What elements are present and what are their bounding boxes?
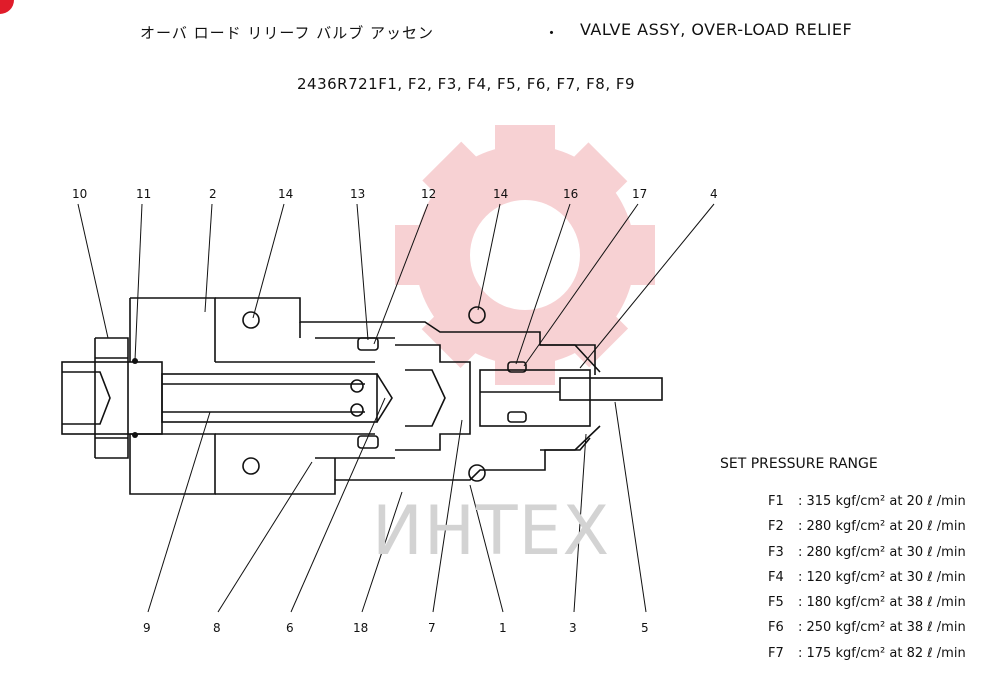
row-flow: 20 (906, 494, 924, 509)
row-pressure: 315 (806, 494, 832, 509)
callout-10: 10 (72, 187, 87, 201)
callout-18: 18 (353, 621, 368, 635)
callout-11: 11 (136, 187, 151, 201)
row-flow-unit: ℓ /min (927, 645, 966, 661)
title-japanese: オーバ ロード リリーフ バルブ アッセン (140, 24, 435, 42)
leader-lines (77, 203, 715, 613)
row-unit: kgf/cm² (835, 519, 886, 535)
callout-5: 5 (641, 621, 649, 635)
pressure-row: F2: 280 kgf/cm² at 20 ℓ /min (768, 519, 966, 535)
watermark-gear-logo (395, 125, 655, 385)
callout-17: 17 (632, 187, 647, 201)
callouts-top: 10 11 2 14 13 12 14 16 17 4 (72, 187, 718, 201)
row-flow: 82 (906, 645, 924, 661)
row-flow: 38 (906, 620, 924, 636)
pressure-range-list: F1: 315 kgf/cm² at 20 ℓ /min F2: 280 kgf… (768, 494, 966, 671)
row-code: F5 (768, 595, 784, 611)
callout-14a: 14 (278, 187, 293, 201)
callout-4: 4 (710, 187, 718, 201)
row-unit: kgf/cm² (835, 620, 886, 636)
row-at: at (889, 544, 903, 560)
callout-2: 2 (209, 187, 217, 201)
callout-13: 13 (350, 187, 365, 201)
valve-outline (61, 297, 663, 495)
callout-7: 7 (428, 621, 436, 635)
callout-3: 3 (569, 621, 577, 635)
row-flow-unit: ℓ /min (927, 494, 966, 509)
pressure-row: F3: 280 kgf/cm² at 30 ℓ /min (768, 544, 966, 560)
callout-1: 1 (499, 621, 507, 635)
row-unit: kgf/cm² (835, 645, 886, 661)
pressure-row: F5: 180 kgf/cm² at 38 ℓ /min (768, 595, 966, 611)
row-code: F2 (768, 519, 784, 535)
row-code: F7 (768, 645, 784, 661)
row-flow-unit: ℓ /min (927, 569, 966, 585)
row-unit: kgf/cm² (835, 569, 886, 585)
callouts-bottom: 9 8 6 18 7 1 3 5 (143, 621, 649, 635)
callout-9: 9 (143, 621, 151, 635)
pressure-row: F6: 250 kgf/cm² at 38 ℓ /min (768, 620, 966, 636)
title-english: VALVE ASSY, OVER-LOAD RELIEF (580, 20, 853, 39)
row-at: at (889, 595, 903, 611)
row-flow: 38 (906, 595, 924, 611)
callout-8: 8 (213, 621, 221, 635)
row-pressure: 280 (806, 544, 832, 560)
row-pressure: 175 (806, 645, 832, 661)
callout-14b: 14 (493, 187, 508, 201)
row-flow: 30 (906, 544, 924, 560)
row-at: at (889, 645, 903, 661)
pressure-row: F1: 315 kgf/cm² at 20 ℓ /min (768, 494, 966, 509)
callout-6: 6 (286, 621, 294, 635)
row-unit: kgf/cm² (835, 595, 886, 611)
row-unit: kgf/cm² (835, 494, 886, 509)
row-code: F3 (768, 544, 784, 560)
title-separator: ・ (544, 24, 560, 42)
row-pressure: 180 (806, 595, 832, 611)
row-at: at (889, 569, 903, 585)
row-pressure: 280 (806, 519, 832, 535)
row-flow-unit: ℓ /min (927, 544, 966, 560)
row-pressure: 250 (806, 620, 832, 636)
row-code: F1 (768, 494, 784, 509)
row-code: F6 (768, 620, 784, 636)
watermark-text: ИНТЕХ (372, 492, 611, 571)
pressure-range-title: SET PRESSURE RANGE (720, 456, 878, 472)
part-numbers: 2436R721F1, F2, F3, F4, F5, F6, F7, F8, … (297, 75, 636, 93)
row-pressure: 120 (806, 569, 832, 585)
row-flow: 30 (906, 569, 924, 585)
row-code: F4 (768, 569, 784, 585)
row-at: at (889, 494, 903, 509)
row-at: at (889, 519, 903, 535)
row-unit: kgf/cm² (835, 544, 886, 560)
callout-16: 16 (563, 187, 578, 201)
pressure-row: F4: 120 kgf/cm² at 30 ℓ /min (768, 569, 966, 585)
callout-12: 12 (421, 187, 436, 201)
row-flow: 20 (906, 519, 924, 535)
row-at: at (889, 620, 903, 636)
row-flow-unit: ℓ /min (927, 595, 966, 611)
row-flow-unit: ℓ /min (927, 620, 966, 636)
row-flow-unit: ℓ /min (927, 519, 966, 535)
pressure-row: F7: 175 kgf/cm² at 82 ℓ /min (768, 645, 966, 661)
